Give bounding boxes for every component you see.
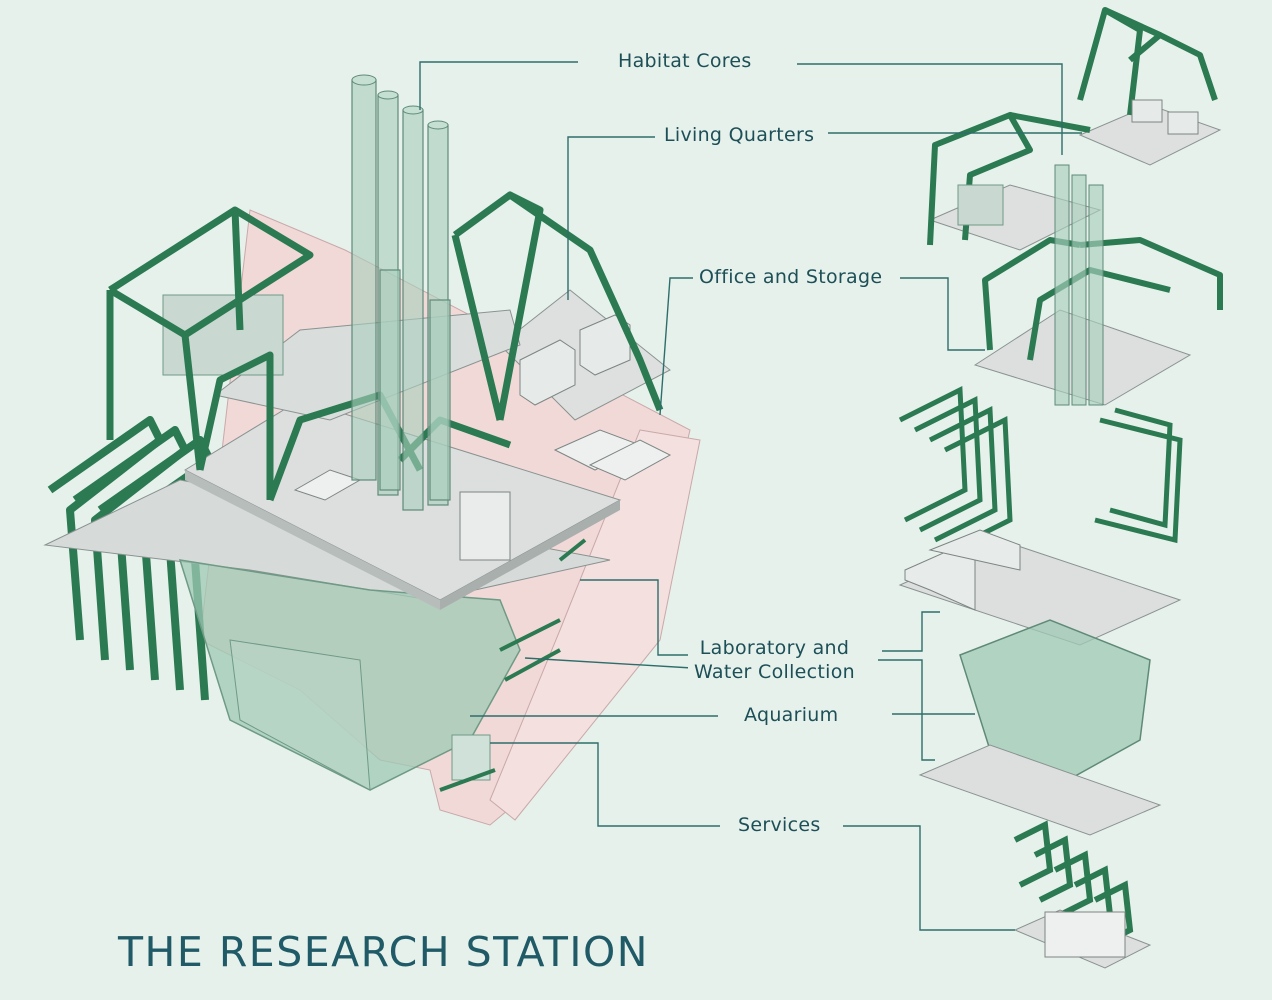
exploded-service-box bbox=[1044, 911, 1126, 958]
aquarium-inner bbox=[229, 639, 371, 791]
exploded-view bbox=[898, 7, 1223, 969]
page-title: THE RESEARCH STATION bbox=[118, 928, 649, 976]
label-habitat-cores: Habitat Cores bbox=[612, 49, 758, 73]
upper-frames bbox=[106, 191, 664, 502]
leader-office-left bbox=[659, 277, 695, 416]
office-furniture bbox=[293, 429, 672, 561]
exploded-living-room bbox=[957, 184, 1004, 226]
exploded-lab-frames bbox=[898, 386, 1183, 553]
label-laboratory-line2: Water Collection bbox=[694, 661, 855, 683]
exploded-habitat-beds bbox=[1131, 99, 1199, 135]
bunk-beds bbox=[519, 314, 631, 406]
label-aquarium: Aquarium bbox=[738, 703, 845, 727]
leader-habitat-right bbox=[797, 63, 1063, 155]
leader-lab-right2 bbox=[878, 659, 935, 761]
exploded-cores bbox=[1054, 164, 1104, 406]
leader-lab-left2 bbox=[524, 657, 693, 669]
tube-caps bbox=[351, 74, 449, 130]
leader-lab-right bbox=[882, 611, 940, 652]
habitat-core-tubes bbox=[351, 79, 451, 511]
leader-habitat-left bbox=[419, 61, 578, 110]
main-model bbox=[43, 74, 701, 826]
office-slab-edge2 bbox=[440, 500, 620, 610]
label-living-quarters: Living Quarters bbox=[658, 123, 821, 147]
leader-services-left bbox=[490, 742, 720, 827]
leader-living-left bbox=[567, 136, 655, 300]
exploded-aquarium-slab bbox=[918, 744, 1162, 836]
exploded-lab-benches bbox=[904, 529, 1021, 611]
label-services: Services bbox=[732, 813, 827, 837]
exploded-habitat-frames bbox=[1077, 7, 1218, 116]
office-slab-edge bbox=[185, 470, 440, 610]
leader-office-right bbox=[900, 277, 985, 351]
leader-services-right bbox=[843, 825, 1015, 931]
leader-lab-left bbox=[580, 579, 692, 656]
label-laboratory: Laboratory and Water Collection bbox=[688, 636, 861, 684]
hull-side bbox=[489, 429, 701, 821]
lab-rails bbox=[439, 538, 587, 792]
leader-lines bbox=[419, 61, 1082, 931]
label-laboratory-line1: Laboratory and bbox=[699, 637, 850, 659]
label-office-storage: Office and Storage bbox=[693, 265, 889, 289]
